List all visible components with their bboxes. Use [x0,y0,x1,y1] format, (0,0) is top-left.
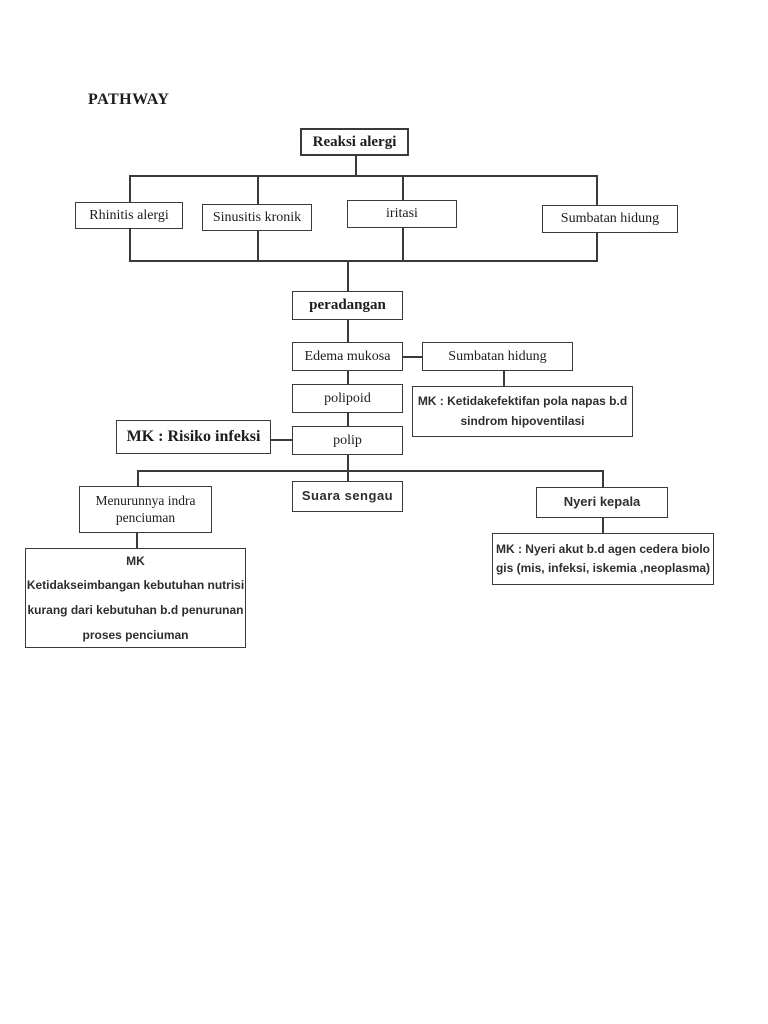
node-mk-risiko-infeksi: MK : Risiko infeksi [116,420,271,454]
node-label-line2: gis (mis, infeksi, iskemia ,neoplasma) [495,561,711,575]
node-label-line1: MK [126,553,145,568]
node-label: polip [333,432,362,448]
node-label: Edema mukosa [304,348,391,364]
node-iritasi: iritasi [347,200,457,228]
connector-line [347,260,349,291]
connector-line [347,470,349,481]
connector-line [257,175,259,204]
node-label-line3: kurang dari kebutuhan b.d penurunan [27,603,244,617]
node-sumbatan-hidung-1: Sumbatan hidung [542,205,678,233]
connector-line [129,175,131,202]
page-title: PATHWAY [88,91,170,108]
node-sumbatan-hidung-2: Sumbatan hidung [422,342,573,371]
node-mk-pola-napas: MK : Ketidakefektifan pola napas b.d sin… [412,386,633,437]
connector-line [257,231,259,260]
node-nyeri-kepala: Nyeri kepala [536,487,668,518]
connector-line [136,533,138,548]
connector-line [347,413,349,426]
node-label: Reaksi alergi [312,133,397,150]
connector-line [137,470,139,486]
node-label: Nyeri kepala [563,494,641,510]
node-label: Sumbatan hidung [560,211,660,227]
node-menurunnya-indra: Menurunnya indra penciuman [79,486,212,533]
node-label: Suara sengau [301,488,394,504]
node-label: Rhinitis alergi [89,207,169,223]
connector-line [402,228,404,260]
node-label-line2: sindrom hipoventilasi [460,413,585,428]
connector-line [602,470,604,487]
node-label-line1: MK : Ketidakefektifan pola napas b.d [417,394,628,409]
node-reaksi-alergi: Reaksi alergi [300,128,409,156]
connector-line [602,518,604,534]
connector-line [403,356,422,358]
connector-line [271,439,292,441]
node-label: polipoid [324,390,371,406]
node-label-line2: penciuman [115,509,176,525]
connector-line [503,371,505,386]
node-label: iritasi [386,206,418,222]
connector-line [137,470,603,472]
connector-line [129,260,598,262]
node-label: MK : Risiko infeksi [126,428,261,445]
node-suara-sengau: Suara sengau [292,481,403,512]
node-label-line4: proses penciuman [82,627,189,642]
connector-line [402,175,404,200]
connector-line [129,175,598,177]
node-peradangan: peradangan [292,291,403,320]
node-label-line2: Ketidakseimbangan kebutuhan nutrisi [26,578,245,593]
node-label-line1: Menurunnya indra [95,492,196,508]
connector-line [347,371,349,384]
node-label-line1: MK : Nyeri akut b.d agen cedera biolo [495,541,711,556]
connector-line [355,156,357,175]
node-edema-mukosa: Edema mukosa [292,342,403,371]
node-polipoid: polipoid [292,384,403,413]
node-label: Sumbatan hidung [448,348,547,364]
node-mk-nyeri-akut: MK : Nyeri akut b.d agen cedera biolo gi… [492,533,714,585]
connector-line [596,175,598,205]
connector-line [347,320,349,342]
node-polip: polip [292,426,403,455]
connector-line [129,229,131,260]
connector-line [596,233,598,260]
node-sinusitis-kronik: Sinusitis kronik [202,204,312,231]
connector-line [347,455,349,470]
node-rhinitis-alergi: Rhinitis alergi [75,202,183,229]
node-mk-nutrisi: MK Ketidakseimbangan kebutuhan nutrisi k… [25,548,246,648]
node-label: peradangan [309,297,386,314]
node-label: Sinusitis kronik [212,209,302,225]
